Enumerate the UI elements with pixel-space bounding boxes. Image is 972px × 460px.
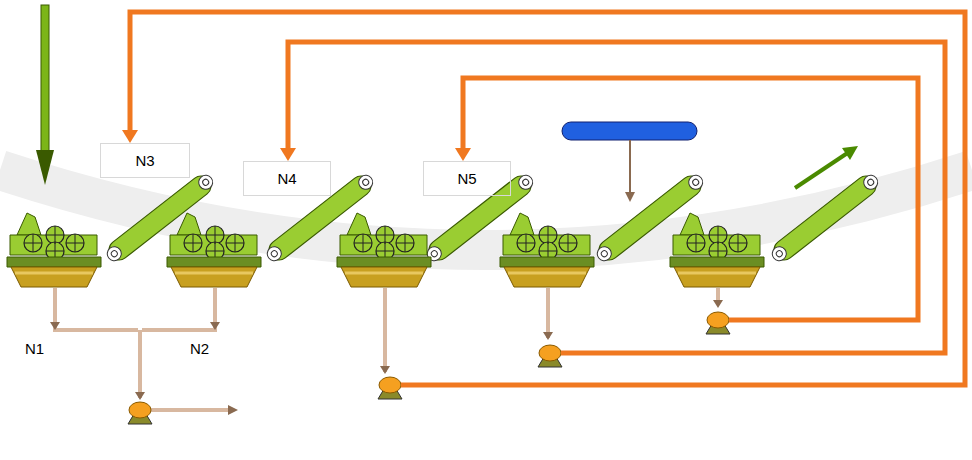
juice-label: N2 <box>190 340 209 357</box>
stage-box: N4 <box>243 161 331 196</box>
stage-label: N3 <box>135 152 154 169</box>
stage-box: N3 <box>100 143 190 178</box>
stage-box: N5 <box>423 161 511 196</box>
stage-label: N5 <box>457 170 476 187</box>
stage-label: N4 <box>277 170 296 187</box>
juice-label: N1 <box>25 340 44 357</box>
